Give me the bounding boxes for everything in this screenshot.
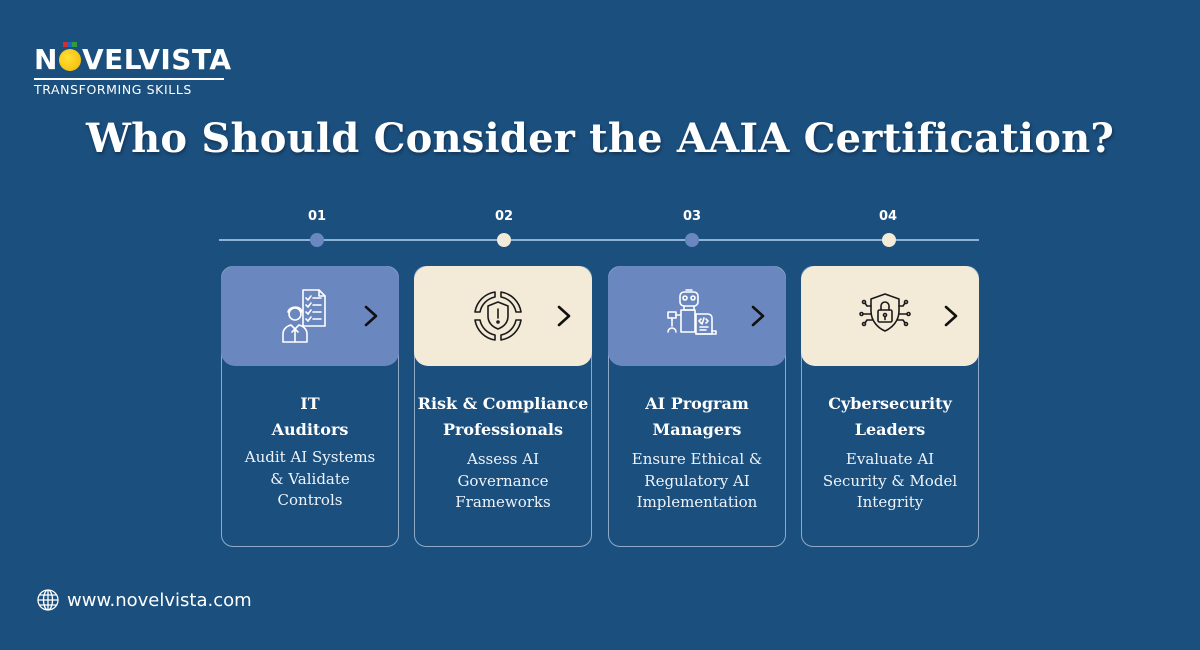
brand-logo: N VELVISTA TRANSFORMING SKILLS	[34, 42, 234, 97]
timeline-dot-02	[497, 233, 511, 247]
card-header	[801, 266, 979, 366]
sun-icon	[58, 42, 81, 71]
timeline-line	[219, 239, 979, 241]
logo-tagline: TRANSFORMING SKILLS	[34, 82, 192, 97]
chevron-right-icon[interactable]	[748, 302, 768, 330]
card-description: Ensure Ethical & Regulatory AI Implement…	[631, 450, 763, 511]
card-risk-compliance: Risk & Compliance Professionals Assess A…	[414, 266, 592, 547]
chevron-right-icon[interactable]	[361, 302, 381, 330]
timeline-dot-03	[685, 233, 699, 247]
website-link[interactable]: www.novelvista.com	[67, 589, 252, 611]
robot-code-icon	[660, 284, 724, 348]
cyber-shield-lock-icon	[853, 284, 917, 348]
step-number-01: 01	[307, 209, 327, 224]
card-description: Evaluate AI Security & Model Integrity	[822, 450, 958, 511]
timeline-dot-04	[882, 233, 896, 247]
risk-shield-alert-icon	[466, 284, 530, 348]
logo-letter-n: N	[34, 43, 58, 76]
card-title: IT Auditors	[271, 394, 349, 439]
card-title: AI Program Managers	[645, 394, 749, 439]
page-title: Who Should Consider the AAIA Certificati…	[85, 115, 1114, 162]
logo-letters: VELVISTA	[81, 43, 232, 76]
card-description: Assess AI Governance Frameworks	[455, 450, 551, 511]
auditor-checklist-icon	[273, 284, 337, 348]
step-number-04: 04	[878, 209, 898, 224]
footer-website[interactable]: www.novelvista.com	[36, 588, 252, 612]
timeline-dot-01	[310, 233, 324, 247]
card-ai-program-managers: AI Program Managers Ensure Ethical & Reg…	[608, 266, 786, 547]
card-header	[221, 266, 399, 366]
card-title: Cybersecurity Leaders	[828, 394, 952, 439]
chevron-right-icon[interactable]	[554, 302, 574, 330]
card-cybersecurity-leaders: Cybersecurity Leaders Evaluate AI Securi…	[801, 266, 979, 547]
globe-icon	[37, 589, 59, 611]
step-number-02: 02	[494, 209, 514, 224]
card-title: Risk & Compliance Professionals	[417, 394, 589, 439]
card-header	[608, 266, 786, 366]
card-header	[414, 266, 592, 366]
chevron-right-icon[interactable]	[941, 302, 961, 330]
card-it-auditors: IT Auditors Audit AI Systems & Validate …	[221, 266, 399, 547]
logo-wordmark: N VELVISTA	[34, 42, 234, 76]
logo-divider	[34, 78, 224, 80]
step-number-03: 03	[682, 209, 702, 224]
card-description: Audit AI Systems & Validate Controls	[244, 448, 376, 509]
